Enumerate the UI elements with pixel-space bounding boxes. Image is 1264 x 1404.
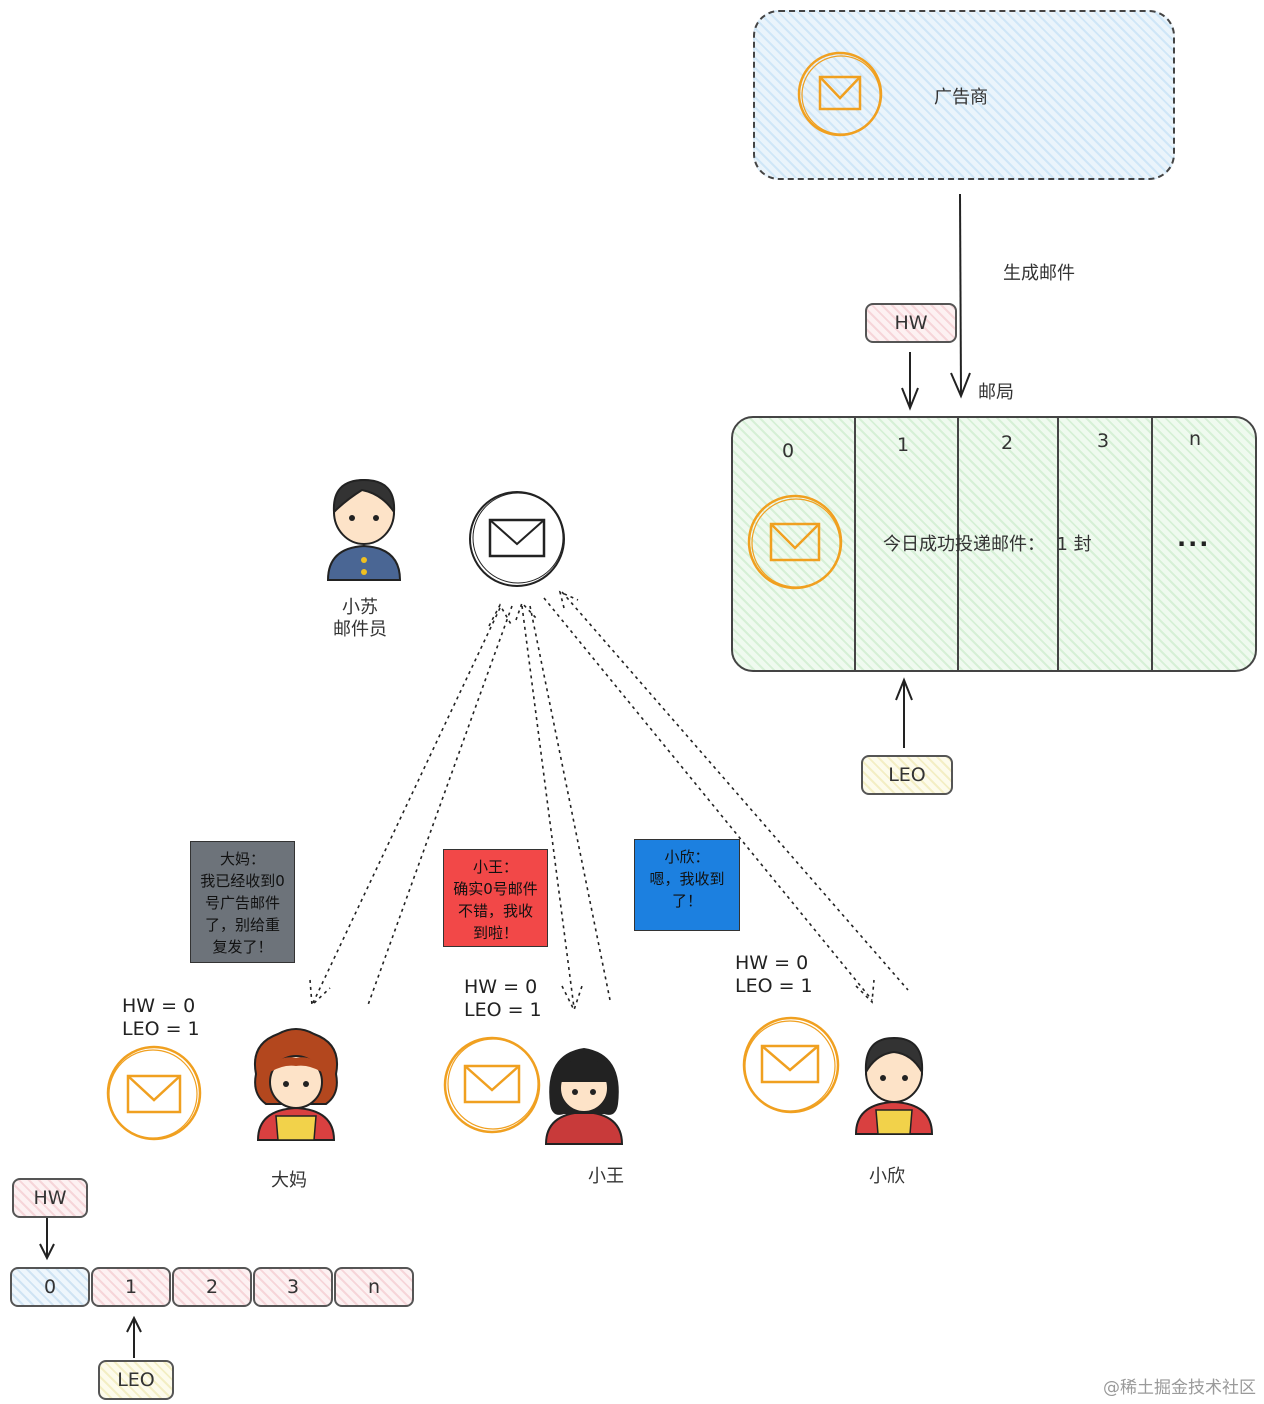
advertiser-box bbox=[753, 10, 1175, 180]
xiaoxin-avatar bbox=[854, 1036, 934, 1135]
envelope-icon bbox=[742, 1016, 840, 1114]
envelope-icon bbox=[469, 491, 565, 587]
envelope-icon bbox=[747, 494, 843, 590]
partition-index: 0 bbox=[781, 440, 795, 462]
log-leo-arrow bbox=[126, 1315, 142, 1358]
log-cell: n bbox=[334, 1267, 414, 1307]
xiaoxin-hw-leo: HW = 0 LEO = 1 bbox=[735, 952, 813, 997]
note-text: 小欣： 嗯，我收到 了！ bbox=[649, 848, 725, 910]
xiaoxin-name: 小欣 bbox=[869, 1166, 905, 1187]
envelope-icon bbox=[443, 1036, 541, 1134]
postman-name: 小苏 邮件员 bbox=[333, 597, 387, 640]
dama-avatar bbox=[254, 1028, 338, 1141]
postman-avatar bbox=[326, 478, 402, 581]
log-hw-arrow bbox=[39, 1218, 55, 1261]
xiaowang-avatar bbox=[544, 1048, 624, 1145]
dama-name: 大妈 bbox=[271, 1170, 307, 1191]
note-xiaoxin: 小欣： 嗯，我收到 了！ bbox=[634, 839, 740, 931]
delivery-message: 今日成功投递邮件： 1 封 bbox=[883, 534, 1092, 555]
partition-index: 2 bbox=[1000, 432, 1014, 454]
partition-index: 1 bbox=[896, 434, 910, 456]
hw-arrow bbox=[901, 352, 919, 411]
log-cell: 2 bbox=[172, 1267, 252, 1307]
xiaowang-name: 小王 bbox=[588, 1166, 624, 1187]
partition-divider bbox=[1057, 418, 1059, 670]
more-partitions-ellipsis: ... bbox=[1177, 524, 1211, 552]
note-text: 小王： 确实0号邮件 不错，我收 到啦！ bbox=[453, 858, 538, 942]
post-office-partition: 0 1 2 3 n 今日成功投递邮件： 1 封 ... bbox=[731, 416, 1257, 672]
dama-hw-leo: HW = 0 LEO = 1 bbox=[122, 995, 200, 1040]
note-xiaowang: 小王： 确实0号邮件 不错，我收 到啦！ bbox=[443, 849, 548, 947]
log-leo-tag: LEO bbox=[98, 1360, 174, 1400]
generate-mail-arrow bbox=[950, 193, 971, 399]
envelope-icon bbox=[797, 51, 883, 137]
partition-index: 3 bbox=[1096, 430, 1110, 452]
partition-divider bbox=[957, 418, 959, 670]
note-text: 大妈： 我已经收到0 号广告邮件 了，别给重 复发了！ bbox=[200, 850, 285, 956]
envelope-icon bbox=[106, 1045, 202, 1141]
log-cell: 0 bbox=[10, 1267, 90, 1307]
advertiser-label: 广告商 bbox=[934, 87, 988, 108]
watermark: @稀土掘金技术社区 bbox=[1103, 1378, 1256, 1398]
leo-arrow bbox=[895, 677, 913, 748]
partition-divider bbox=[854, 418, 856, 670]
post-office-hw-tag: HW bbox=[865, 303, 957, 343]
post-office-label: 邮局 bbox=[978, 382, 1014, 403]
xiaowang-hw-leo: HW = 0 LEO = 1 bbox=[464, 976, 542, 1021]
post-office-leo-tag: LEO bbox=[861, 755, 953, 795]
log-cell: 3 bbox=[253, 1267, 333, 1307]
note-dama: 大妈： 我已经收到0 号广告邮件 了，别给重 复发了！ bbox=[190, 841, 295, 963]
log-hw-tag: HW bbox=[12, 1178, 88, 1218]
generate-mail-label: 生成邮件 bbox=[1003, 263, 1075, 284]
partition-index: n bbox=[1188, 428, 1202, 450]
partition-divider bbox=[1151, 418, 1153, 670]
log-cell: 1 bbox=[91, 1267, 171, 1307]
